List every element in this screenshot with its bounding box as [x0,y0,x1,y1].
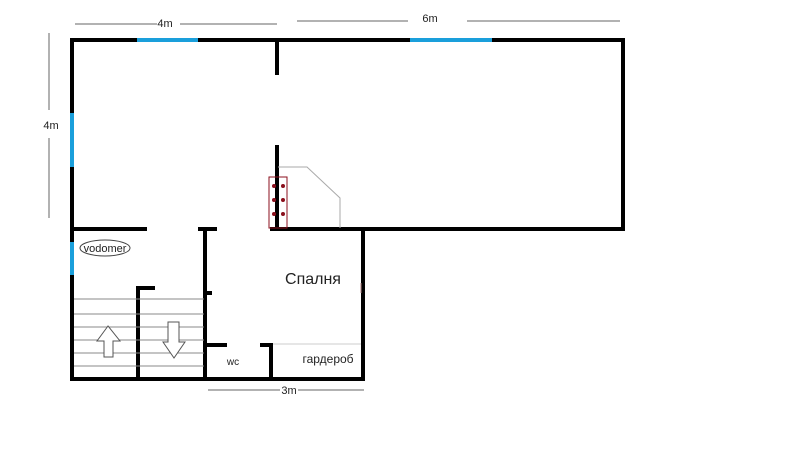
water-meter-ellipse [79,239,131,257]
dimension-left: 4m [43,120,58,132]
water-meter-label: vodomer [84,243,127,255]
walls [70,38,625,381]
wc-label: wc [226,357,239,368]
kitchen-counter [278,166,341,228]
stove-icon [268,176,288,229]
stairs [74,298,204,367]
dimension-top-right: 6m [422,13,437,25]
windows [70,38,492,275]
dimension-top-left: 4m [157,18,172,30]
wardrobe-label: гардероб [302,352,353,366]
stairs-down-arrow-icon [162,321,186,359]
bedroom-label: Спалня [285,271,341,288]
dimension-bottom: 3m [281,385,296,397]
stairs-up-arrow-icon [96,325,122,358]
dimension-lines [48,20,620,391]
